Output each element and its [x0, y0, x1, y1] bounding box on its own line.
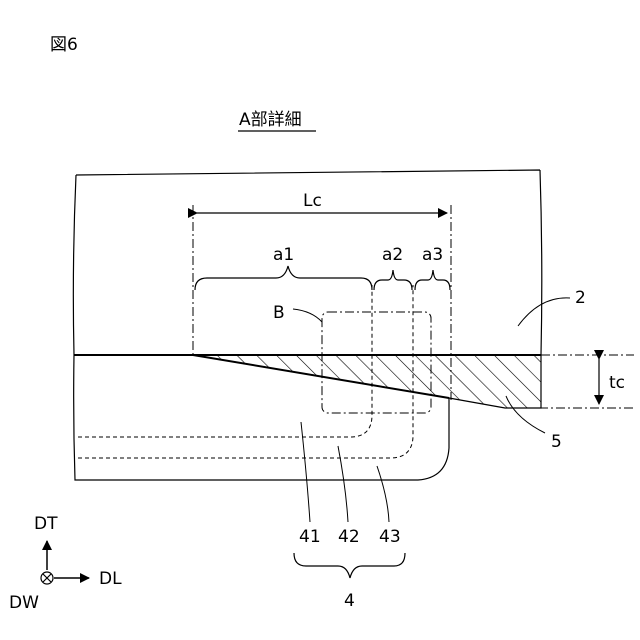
leader-2	[518, 298, 570, 326]
label-42: 42	[338, 527, 360, 547]
leader-43	[377, 466, 389, 522]
figure-label: 図6	[50, 35, 78, 55]
label-tc: tc	[609, 373, 625, 393]
label-5: 5	[551, 432, 562, 452]
leader-42	[338, 446, 348, 522]
brace-a1	[195, 266, 372, 290]
label-a2: a2	[382, 245, 403, 265]
axis-dw-symbol	[41, 572, 53, 584]
axis-label-dt: DT	[34, 514, 58, 534]
detail-title: A部詳細	[239, 110, 302, 130]
axis-label-dw: DW	[9, 593, 39, 613]
label-lc: Lc	[303, 191, 322, 211]
brace-a3	[415, 270, 450, 290]
label-a1: a1	[273, 245, 294, 265]
brace-4	[294, 553, 405, 578]
label-a3: a3	[422, 245, 443, 265]
axis-label-dl: DL	[99, 569, 122, 589]
brace-a2	[374, 270, 412, 290]
leader-b	[293, 309, 322, 322]
label-2: 2	[575, 288, 586, 308]
label-b: B	[273, 303, 285, 323]
label-43: 43	[379, 527, 401, 547]
label-4: 4	[344, 591, 355, 611]
label-41: 41	[299, 527, 321, 547]
